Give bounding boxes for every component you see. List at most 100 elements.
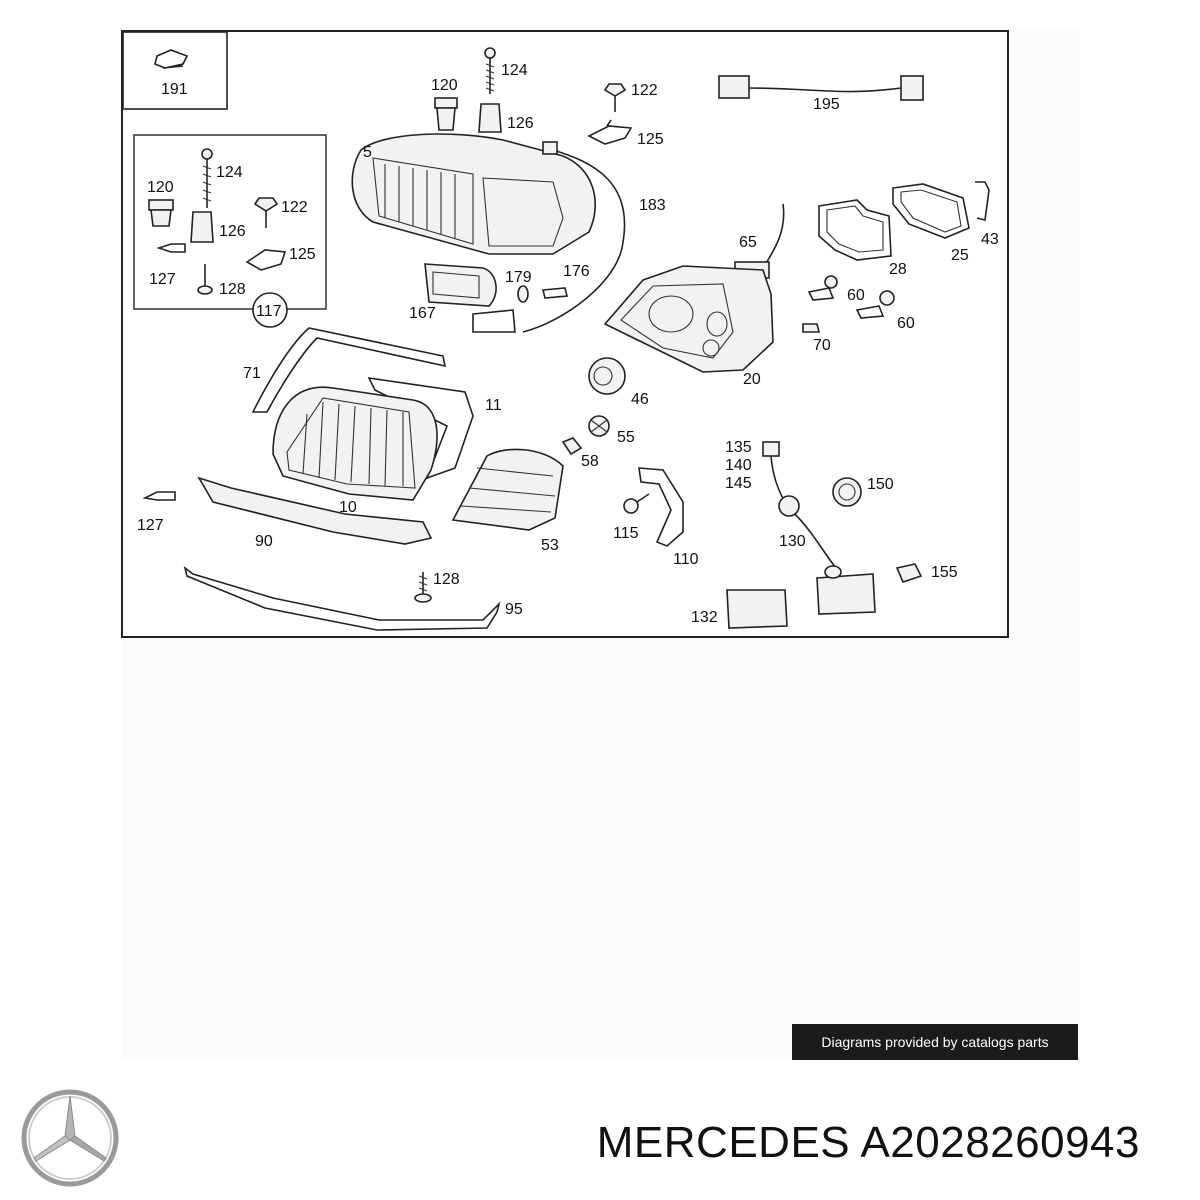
headlamp-assembly-5 [351,133,596,255]
bulb-60b-icon [855,290,895,319]
bracket-110-icon [638,467,684,547]
label-53: 53 [541,537,559,554]
holder-55-icon [588,415,610,437]
nut-120-inset-icon [148,199,174,227]
label-128b: 128 [433,571,460,588]
label-179: 179 [505,269,532,286]
bolt-122-inset-icon [253,197,279,228]
brand-name: MERCEDES [596,1118,851,1167]
label-60a: 60 [847,287,865,304]
label-120a: 120 [431,77,458,94]
label-127a: 127 [149,271,176,288]
label-95: 95 [505,601,523,618]
trim-71-icon [251,327,447,413]
grommet-150-icon [832,477,862,507]
screw-128-icon [414,572,432,603]
gasket-28-icon [818,199,892,261]
label-140: 140 [725,457,752,474]
label-43: 43 [981,231,999,248]
label-124b: 124 [216,164,243,181]
strip-90-icon [197,476,433,545]
nut-120-icon [434,97,458,131]
parts-diagram: 191 124 120 126 122 125 [121,30,1009,638]
label-11: 11 [485,397,502,414]
clip-126-inset-icon [190,211,214,243]
socket-46-icon [588,357,626,395]
bulb-70-icon [802,323,821,333]
label-10: 10 [339,499,357,516]
bolt-122-icon [603,83,627,112]
inset-box-117 [133,134,327,310]
label-176: 176 [563,263,590,280]
label-90: 90 [255,533,273,550]
label-126b: 126 [219,223,246,240]
clip-43-icon [975,181,990,221]
label-135: 135 [725,439,752,456]
label-120b: 120 [147,179,174,196]
label-127b: 127 [137,517,164,534]
gasket-25-icon [892,183,970,239]
screw-115-icon [623,493,650,514]
harness-195-icon [718,75,924,101]
label-125a: 125 [637,131,664,148]
label-191: 191 [161,81,188,98]
label-70: 70 [813,337,831,354]
label-124a: 124 [501,62,528,79]
label-115: 115 [613,525,639,542]
bulb-155-icon [895,563,923,583]
label-71: 71 [243,365,261,382]
label-5: 5 [363,144,372,161]
fog-lamp-167-icon [424,263,516,333]
clip-191-icon [154,49,189,69]
label-125b: 125 [289,246,316,263]
label-183: 183 [639,197,666,214]
callout-circle-117 [252,292,288,328]
label-65: 65 [739,234,757,251]
bracket-125-icon [587,119,633,145]
cable-183-icon [522,149,626,333]
label-150: 150 [867,476,894,493]
bulb-58-icon [561,437,583,456]
screw-128-inset-icon [197,264,213,295]
label-60b: 60 [897,315,915,332]
label-128a: 128 [219,281,246,298]
screw-127-icon [142,491,176,501]
label-25: 25 [951,247,969,264]
label-55: 55 [617,429,635,446]
label-167: 167 [409,305,436,322]
strip-95-icon [183,566,501,631]
turn-signal-53-icon [451,448,564,531]
part-title: MERCEDES A2028260943 [597,1118,1140,1168]
side-marker-132-icon [726,565,876,629]
label-122b: 122 [281,199,308,216]
part-number: A2028260943 [860,1118,1140,1167]
mercedes-star-logo-icon [20,1088,120,1193]
harness-135-icon [762,441,840,573]
label-145: 145 [725,475,752,492]
label-132: 132 [691,609,718,626]
parts-diagram-svg: 191 124 120 126 122 125 [123,32,999,631]
screw-124-icon [484,47,496,94]
label-20: 20 [743,371,761,388]
clip-126-icon [478,103,502,133]
label-28: 28 [889,261,907,278]
label-58: 58 [581,453,599,470]
label-110: 110 [673,551,699,568]
screw-124-inset-icon [201,148,213,208]
headlamp-housing-20 [603,265,774,373]
headlamp-lens-10 [272,386,438,501]
bulb-60a-icon [807,275,838,301]
label-130: 130 [779,533,806,550]
screw-127-inset-icon [156,243,186,253]
inset-box-191 [123,32,228,110]
label-46: 46 [631,391,649,408]
bracket-125-inset-icon [245,249,287,271]
label-195: 195 [813,96,840,113]
washer-179-icon [517,285,529,303]
label-117: 117 [256,303,282,320]
label-155: 155 [931,564,958,581]
label-126a: 126 [507,115,534,132]
label-122a: 122 [631,82,658,99]
screw-176-icon [541,287,569,299]
credit-badge: Diagrams provided by catalogs parts [792,1024,1078,1060]
